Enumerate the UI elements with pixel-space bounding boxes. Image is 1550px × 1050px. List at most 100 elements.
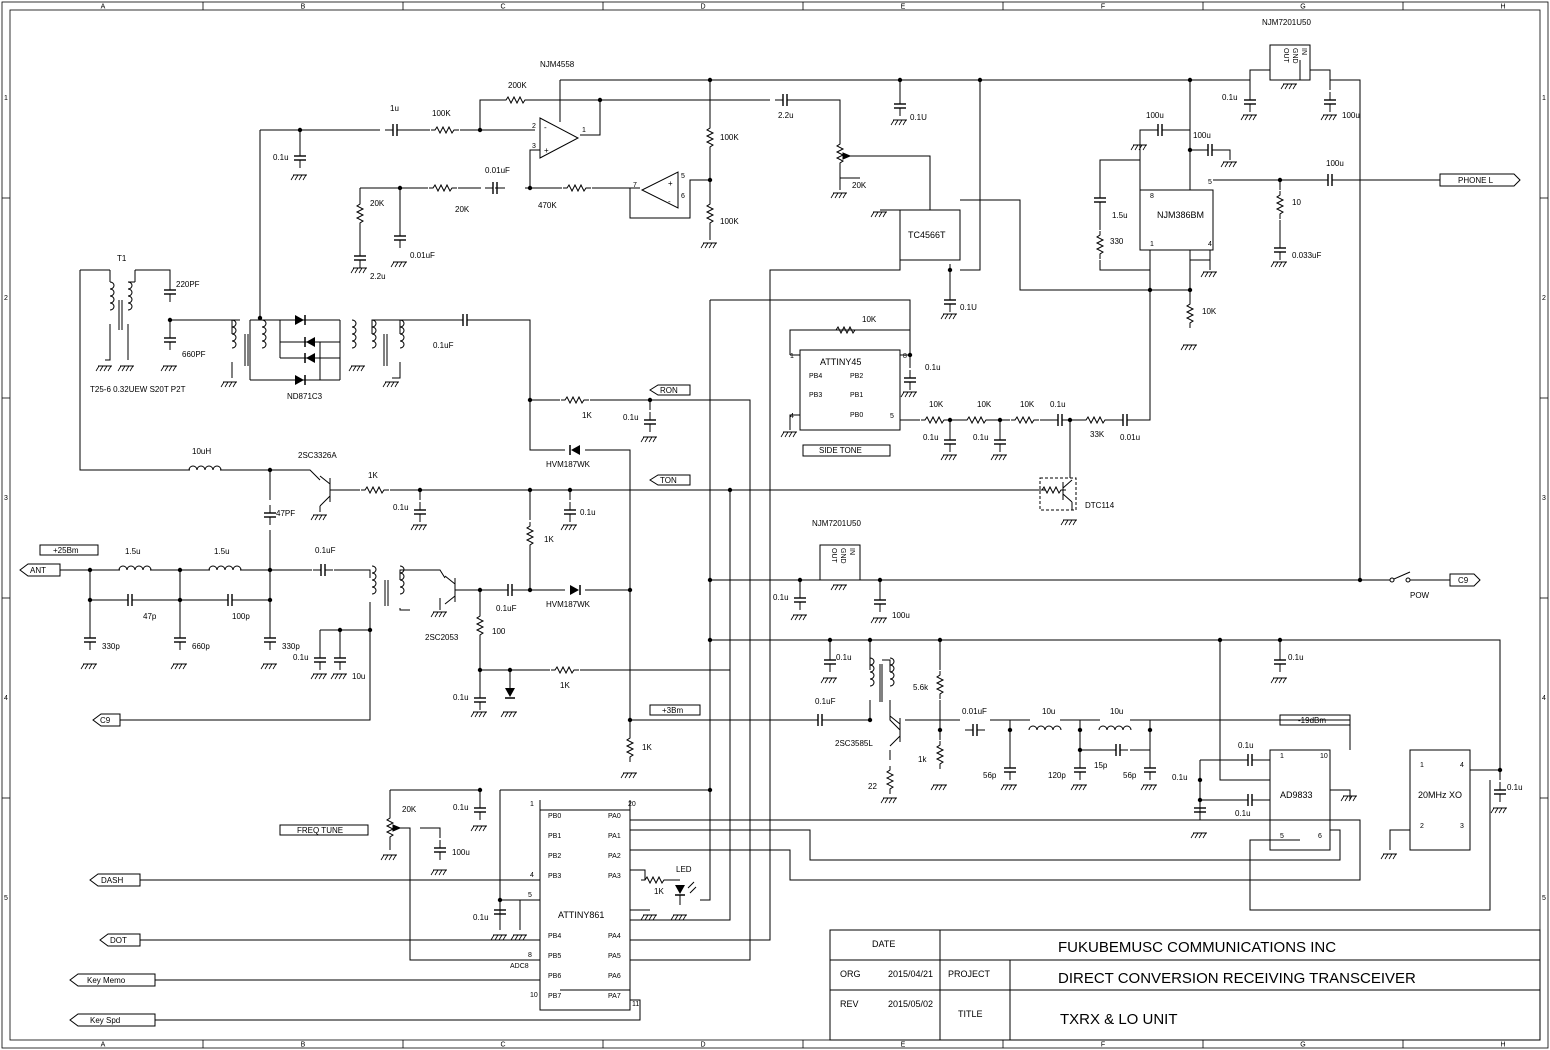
col-label-e: E	[901, 4, 906, 11]
component-c001-f: 0.01u	[1114, 413, 1140, 442]
label-njm386bm: NJM386BM	[1157, 210, 1204, 220]
wiring	[60, 60, 1501, 1021]
col-label-h-bottom: H	[1500, 1042, 1505, 1049]
mixer-transformer-left	[231, 319, 267, 378]
attiny861-pb1: PB1	[548, 833, 561, 840]
njm386-pin-5: 5	[1208, 179, 1212, 186]
reg-top-pin-gnd: GND	[1291, 48, 1298, 64]
label-c120p: 120p	[1048, 771, 1066, 780]
label-c001-lo: 0.01uF	[962, 707, 987, 716]
port-dot[interactable]: DOT	[99, 933, 141, 947]
side-tone-label-box: SIDE TONE	[802, 444, 891, 457]
port-key-memo[interactable]: Key Memo	[69, 973, 156, 987]
label-c15p: 15p	[1094, 761, 1108, 770]
label-c22u-top: 2.2u	[778, 111, 794, 120]
label-c47p: 47p	[143, 612, 157, 621]
ad9833-pin-5: 5	[1280, 833, 1284, 840]
component-c001-op: 0.01uF	[484, 166, 510, 195]
label-c01u-q1: 0.1u	[393, 503, 409, 512]
title-block-org-label: ORG	[840, 969, 861, 979]
label-c330p-a: 330p	[102, 642, 120, 651]
label-c01u-q2: 0.1u	[580, 508, 596, 517]
component-c56p-a: 56p	[983, 759, 1017, 781]
attiny861-pin-1: 1	[530, 801, 534, 808]
port-ant[interactable]: ANT	[19, 563, 61, 577]
label-pot20k-tune: 20K	[402, 805, 417, 814]
label-l10u-b: 10u	[1110, 707, 1123, 716]
label-r100k-in: 100K	[432, 109, 451, 118]
component-c660pf: 660PF	[163, 329, 206, 359]
attiny861-pb5: PB5	[548, 953, 561, 960]
component-l10u-a: 10u	[1028, 707, 1062, 731]
component-r1k-bias: 1K	[526, 521, 554, 551]
row-label-4-right: 4	[1542, 695, 1546, 702]
label-c100u-reg2: 100u	[892, 611, 910, 620]
title-block: DATE ORG 2015/04/21 REV 2015/05/02 FUKUB…	[829, 929, 1541, 1041]
component-c22u-low: 2.2u	[353, 247, 386, 281]
label-c01uf-mix: 0.1uF	[433, 341, 454, 350]
label-ad9833: AD9833	[1280, 790, 1313, 800]
component-c01u-f2: 0.1u	[973, 431, 1007, 453]
label-c01u-xo: 0.1u	[1507, 783, 1523, 792]
label-r22: 22	[868, 782, 877, 791]
label-c22u-low: 2.2u	[370, 272, 386, 281]
component-r1k-ron: 1K	[560, 396, 592, 420]
col-label-a-bottom: A	[101, 1042, 106, 1049]
diode-ring-nd871c3: ND871C3	[279, 314, 340, 401]
row-label-5-right: 5	[1542, 895, 1546, 902]
opamp-njm4558-a: - + 2 3 1 NJM4558	[532, 60, 586, 159]
component-r20k-b: 20K	[428, 184, 470, 214]
component-c01u-tc: 0.1U	[893, 95, 927, 122]
svg-text:-: -	[668, 197, 671, 206]
label-c01u-reg: 0.1u	[1222, 93, 1238, 102]
component-c100u-out: 100u	[1319, 159, 1344, 187]
component-c01u-a: 0.1u	[273, 147, 307, 169]
power-switch-pow[interactable]: POW	[1389, 571, 1430, 600]
title-block-org-date: 2015/04/21	[888, 969, 933, 979]
component-c01u-ad3: 0.1u	[1235, 793, 1261, 818]
label-c01u-tc: 0.1U	[910, 113, 927, 122]
component-r10: 10	[1276, 190, 1301, 220]
component-c001-lo: 0.01uF	[962, 707, 987, 737]
row-label-5: 5	[4, 895, 8, 902]
label-c01u-tc2: 0.1U	[960, 303, 977, 312]
port-dash[interactable]: DASH	[89, 873, 141, 887]
component-c01u-xo: 0.1u	[1493, 781, 1523, 803]
row-label-3: 3	[4, 495, 8, 502]
component-c0033: 0.033uF	[1273, 239, 1321, 261]
label-2sc3585l: 2SC3585L	[835, 739, 873, 748]
component-l15u-b: 1.5u	[208, 547, 242, 571]
label-hvm187wk-1: HVM187WK	[546, 460, 591, 469]
svg-text:-: -	[544, 123, 547, 132]
label-dtc114: DTC114	[1085, 501, 1115, 510]
attiny861-pa1: PA1	[608, 833, 621, 840]
component-c22u-top: 2.2u	[774, 93, 796, 120]
label-c100u-out: 100u	[1326, 159, 1344, 168]
component-pot20k-tune[interactable]: 20K	[386, 805, 417, 843]
label-2sc2053: 2SC2053	[425, 633, 459, 642]
port-ron: RON	[649, 384, 691, 396]
port-key-spd[interactable]: Key Spd	[69, 1013, 156, 1027]
label-side-tone: SIDE TONE	[819, 446, 862, 455]
diode-hvm187wk-2: HVM187WK	[546, 584, 591, 609]
label-c01uf-ant: 0.1uF	[315, 546, 336, 555]
col-label-d: D	[700, 4, 705, 11]
attiny861-pa7: PA7	[608, 993, 621, 1000]
attiny861-pb4: PB4	[548, 933, 561, 940]
label-c001-low: 0.01uF	[410, 251, 435, 260]
transistor-2sc3326a: 2SC3326A	[298, 451, 337, 512]
attiny861-pa3: PA3	[608, 873, 621, 880]
ad9833-pin-6: 6	[1318, 833, 1322, 840]
component-c01u-ad4: 0.1u	[1273, 651, 1304, 673]
xo-pin-3: 3	[1460, 823, 1464, 830]
label-c01u-rx: 0.1u	[293, 653, 309, 662]
title-block-title: TXRX & LO UNIT	[1060, 1011, 1178, 1028]
attiny861-pa4: PA4	[608, 933, 621, 940]
row-label-1: 1	[4, 95, 8, 102]
attiny861-pin-8: 8	[528, 952, 532, 959]
label-r20k-a: 20K	[370, 199, 385, 208]
label-c01uf-lo: 0.1uF	[815, 697, 836, 706]
col-label-b: B	[301, 4, 306, 11]
col-label-g-bottom: G	[1300, 1042, 1305, 1049]
freq-tune-tag: FREQ TUNE	[279, 824, 369, 836]
